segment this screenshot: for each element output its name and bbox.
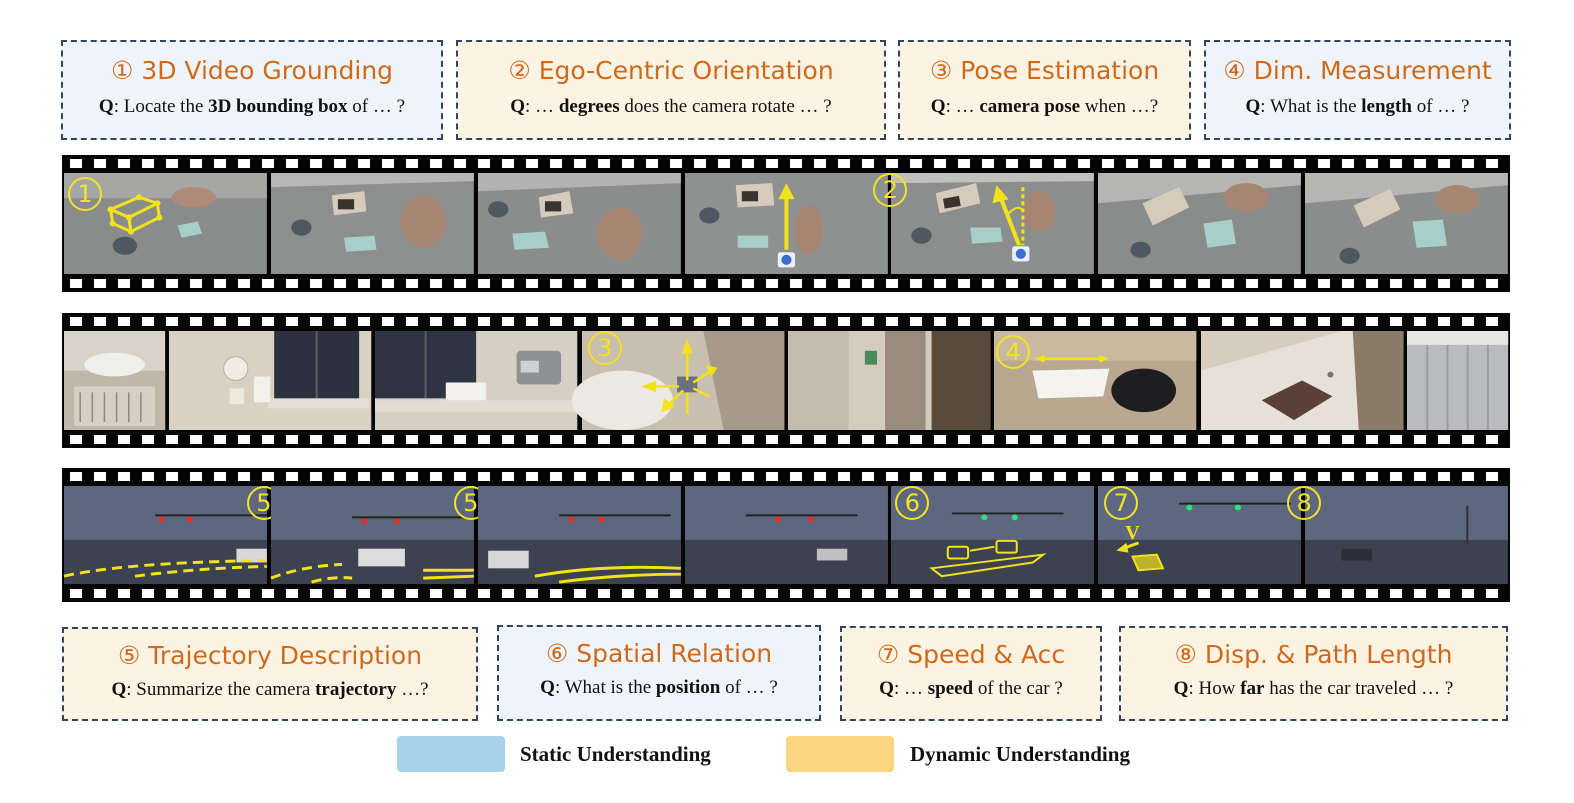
sprocket-holes [62,589,1510,598]
video-frame: 5 [270,486,488,584]
video-frame [477,173,681,274]
task-question: Q: What is the position of … ? [540,677,778,698]
video-frame [270,173,474,274]
sprocket-holes [62,472,1510,481]
task-badge-1: 1 [68,177,102,211]
task-question: Q: … speed of the car ? [879,678,1063,699]
sprocket-holes [62,159,1510,168]
task-card-trajectory-description: ⑤ Trajectory Description Q: Summarize th… [62,627,478,721]
video-frame [169,331,372,430]
film-strip-indoor-table: 1 [62,155,1510,292]
task-title: ⑧ Disp. & Path Length [1174,640,1453,669]
task-question: Q: Locate the 3D bounding box of … ? [98,96,406,117]
sprocket-holes [62,279,1510,288]
video-frame: 8 [1287,486,1509,584]
film-strip-road: 5 5 [62,468,1510,602]
video-frame [1098,173,1302,274]
video-frame [1406,331,1508,430]
video-frame [64,331,166,430]
task-badge-6: 6 [895,486,930,520]
task-title: ③ Pose Estimation [929,56,1160,85]
video-frame: 3 [571,331,784,430]
video-frame [477,486,681,584]
video-frame: 1 [64,173,267,274]
task-card-dim-measurement: ④ Dim. Measurement Q: What is the length… [1204,40,1511,140]
task-question: Q: … camera pose when …? [930,96,1159,117]
task-title: ⑥ Spatial Relation [545,639,773,668]
legend-label-dynamic: Dynamic Understanding [910,742,1130,766]
task-question: Q: Summarize the camera trajectory …? [111,679,429,700]
task-question: Q: … degrees does the camera rotate … ? [510,96,832,117]
video-frame [684,486,888,584]
legend-label-static: Static Understanding [520,742,711,766]
task-question: Q: What is the length of … ? [1245,96,1470,117]
task-badge-7: 7 [1104,486,1139,520]
task-card-speed-acc: ⑦ Speed & Acc Q: … speed of the car ? [840,626,1102,721]
video-frame: 5 [63,486,281,584]
legend-swatch-dynamic [786,736,894,772]
video-frame [684,173,888,274]
film-strip-bathroom: 3 4 [62,313,1510,448]
video-frame: 6 [891,486,1095,584]
task-title: ① 3D Video Grounding [110,56,394,85]
task-title: ④ Dim. Measurement [1223,56,1492,85]
task-title: ⑤ Trajectory Description [117,641,423,670]
task-badge-4: 4 [996,335,1031,369]
task-title: ② Ego-Centric Orientation [508,56,834,85]
video-frame: 7 V [1098,486,1302,584]
task-badge-8: 8 [1287,486,1322,520]
task-card-ego-centric-orientation: ② Ego-Centric Orientation Q: … degrees d… [456,40,886,140]
sprocket-holes [62,435,1510,444]
task-title: ⑦ Speed & Acc [876,640,1066,669]
video-frame [1200,331,1403,430]
video-frame: 4 [994,331,1197,430]
video-frame [375,331,578,430]
task-card-spatial-relation: ⑥ Spatial Relation Q: What is the positi… [497,625,821,721]
video-frame [787,331,991,430]
velocity-label: V [1125,522,1140,544]
video-frame: 2 [873,173,1095,274]
task-card-3d-video-grounding: ① 3D Video Grounding Q: Locate the 3D bo… [61,40,443,140]
task-question: Q: How far has the car traveled … ? [1173,678,1454,699]
task-badge-2: 2 [873,173,908,207]
sprocket-holes [62,317,1510,326]
video-frame [1305,173,1509,274]
legend-swatch-static [397,736,505,772]
task-card-pose-estimation: ③ Pose Estimation Q: … camera pose when … [898,40,1191,140]
task-card-disp-path-length: ⑧ Disp. & Path Length Q: How far has the… [1119,626,1508,721]
task-badge-3: 3 [587,331,622,365]
